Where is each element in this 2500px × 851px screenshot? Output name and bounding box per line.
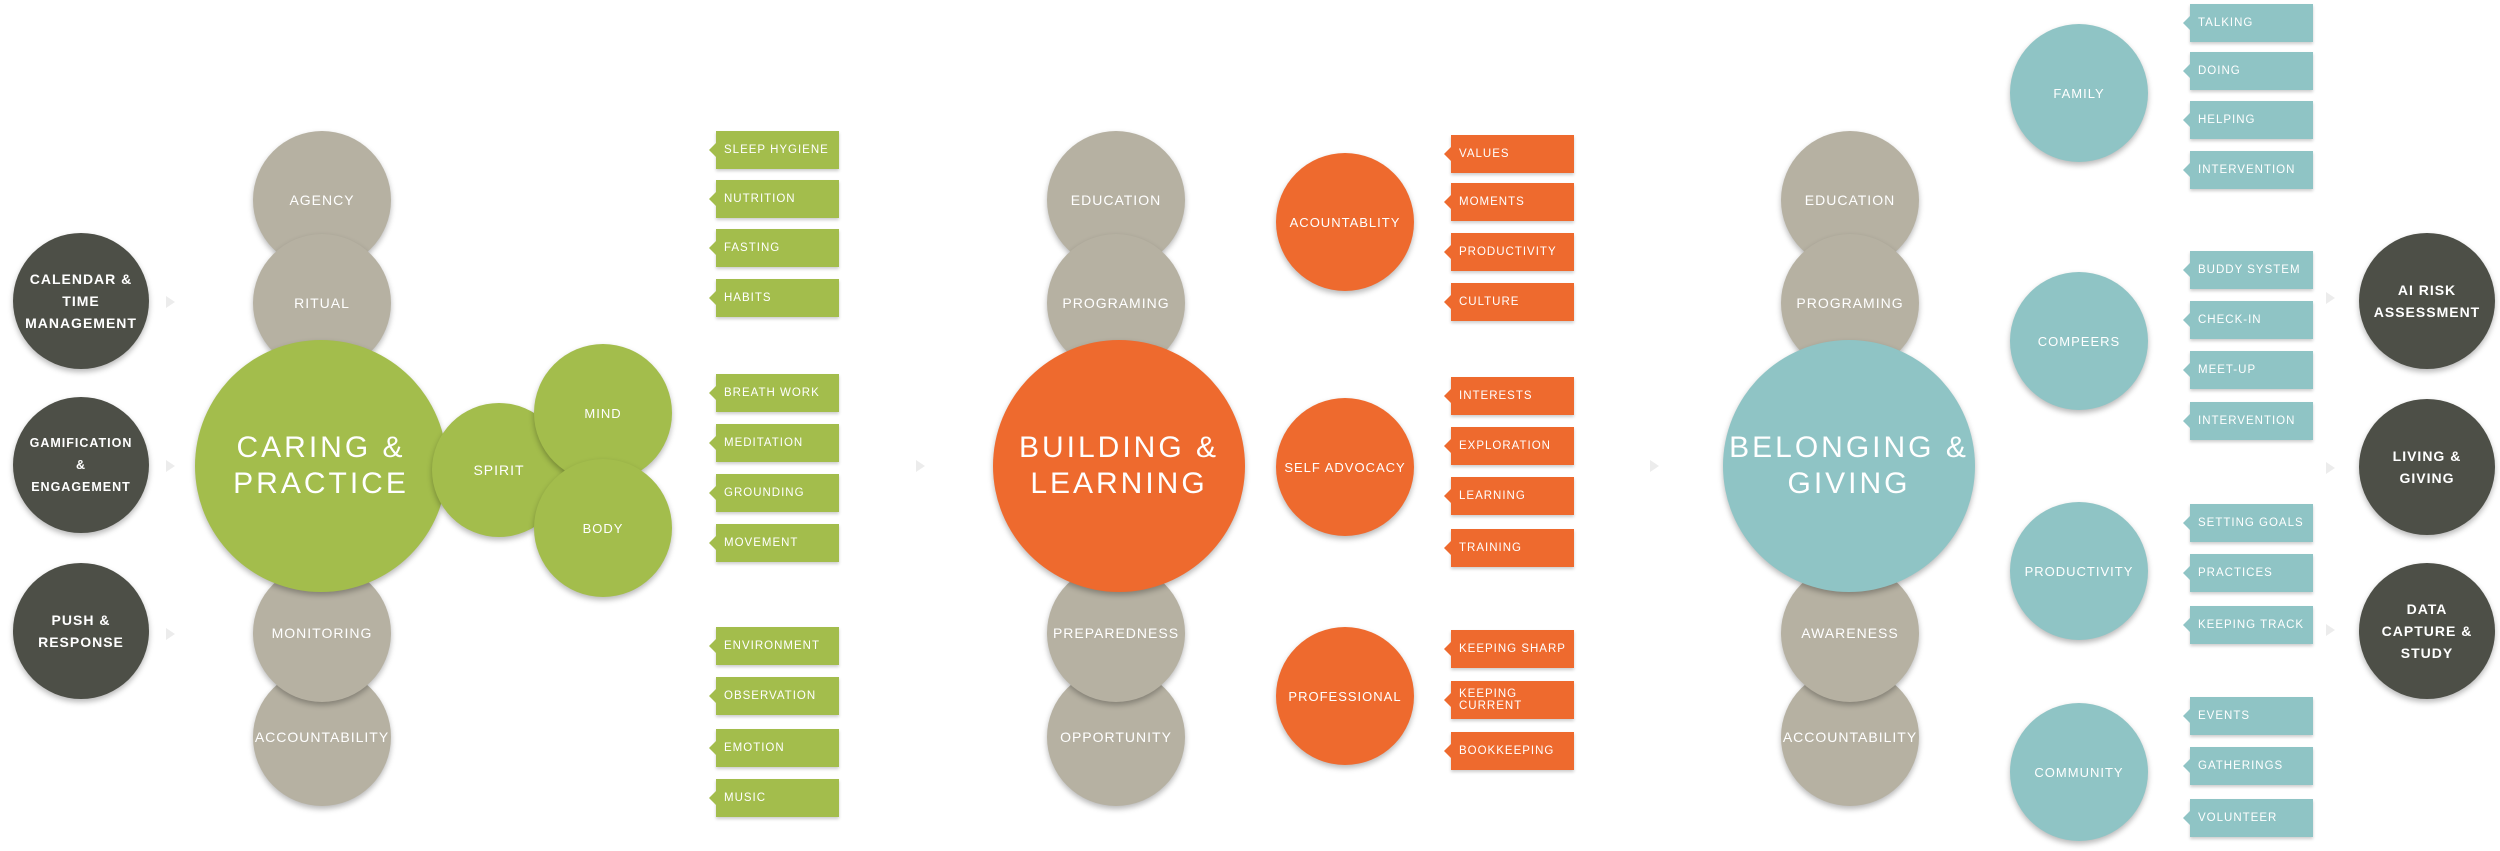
building-stack-opportunity: OPPORTUNITY	[1047, 668, 1185, 806]
tag-breath-work: BREATH WORK	[709, 374, 839, 412]
tag-culture: CULTURE	[1444, 283, 1574, 321]
sub-self-advocacy: SELF ADVOCACY	[1276, 398, 1414, 536]
arrow-input-1	[166, 296, 175, 308]
tag-meet-up: MEET-UP	[2183, 351, 2313, 389]
sub-productivity: PRODUCTIVITY	[2010, 502, 2148, 640]
tag-check-in: CHECK-IN	[2183, 301, 2313, 339]
arrow-input-3	[166, 628, 175, 640]
input-push: PUSH & RESPONSE	[13, 563, 149, 699]
output-living-giving: LIVING & GIVING	[2359, 399, 2495, 535]
tag-training: TRAINING	[1444, 529, 1574, 567]
tag-intervention-family: INTERVENTION	[2183, 151, 2313, 189]
tag-emotion: EMOTION	[709, 729, 839, 767]
building-learning-hub: BUILDING & LEARNING	[993, 340, 1245, 592]
tag-keeping-current: KEEPING CURRENT	[1444, 681, 1574, 719]
tag-values: VALUES	[1444, 135, 1574, 173]
input-gamification: GAMIFICATION & ENGAGEMENT	[13, 397, 149, 533]
tag-learning: LEARNING	[1444, 477, 1574, 515]
tag-events: EVENTS	[2183, 697, 2313, 735]
arrow-output-1	[2326, 292, 2335, 304]
tag-interests: INTERESTS	[1444, 377, 1574, 415]
tag-sleep-hygiene: SLEEP HYGIENE	[709, 131, 839, 169]
sub-community: COMMUNITY	[2010, 703, 2148, 841]
tag-doing: DOING	[2183, 52, 2313, 90]
tag-buddy-system: BUDDY SYSTEM	[2183, 251, 2313, 289]
caring-stack-accountability: ACCOUNTABILITY	[253, 668, 391, 806]
body-circle: BODY	[534, 459, 672, 597]
input-calendar: CALENDAR & TIME MANAGEMENT	[13, 233, 149, 369]
tag-nutrition: NUTRITION	[709, 180, 839, 218]
sub-family: FAMILY	[2010, 24, 2148, 162]
tag-setting-goals: SETTING GOALS	[2183, 504, 2313, 542]
tag-keeping-track: KEEPING TRACK	[2183, 606, 2313, 644]
tag-intervention-compeers: INTERVENTION	[2183, 402, 2313, 440]
tag-keeping-sharp: KEEPING SHARP	[1444, 630, 1574, 668]
output-data-capture: DATA CAPTURE & STUDY	[2359, 563, 2495, 699]
tag-bookkeeping: BOOKKEEPING	[1444, 732, 1574, 770]
tag-movement: MOVEMENT	[709, 524, 839, 562]
arrow-building-to-belonging	[1650, 460, 1659, 472]
sub-professional: PROFESSIONAL	[1276, 627, 1414, 765]
tag-moments: MOMENTS	[1444, 183, 1574, 221]
tag-productivity: PRODUCTIVITY	[1444, 233, 1574, 271]
belonging-giving-hub: BELONGING & GIVING	[1723, 340, 1975, 592]
tag-practices: PRACTICES	[2183, 554, 2313, 592]
tag-music: MUSIC	[709, 779, 839, 817]
tag-observation: OBSERVATION	[709, 677, 839, 715]
arrow-caring-to-building	[916, 460, 925, 472]
output-ai-risk: AI RISK ASSESSMENT	[2359, 233, 2495, 369]
tag-fasting: FASTING	[709, 229, 839, 267]
caring-practice-hub: CARING & PRACTICE	[195, 340, 447, 592]
tag-gatherings: GATHERINGS	[2183, 747, 2313, 785]
tag-talking: TALKING	[2183, 4, 2313, 42]
tag-meditation: MEDITATION	[709, 424, 839, 462]
arrow-output-3	[2326, 624, 2335, 636]
tag-grounding: GROUNDING	[709, 474, 839, 512]
tag-environment: ENVIRONMENT	[709, 627, 839, 665]
arrow-output-2	[2326, 462, 2335, 474]
arrow-input-2	[166, 460, 175, 472]
tag-exploration: EXPLORATION	[1444, 427, 1574, 465]
sub-acountablity: ACOUNTABLITY	[1276, 153, 1414, 291]
tag-habits: HABITS	[709, 279, 839, 317]
tag-helping: HELPING	[2183, 101, 2313, 139]
caring-stack-monitoring: MONITORING	[253, 564, 391, 702]
tag-volunteer: VOLUNTEER	[2183, 799, 2313, 837]
sub-compeers: COMPEERS	[2010, 272, 2148, 410]
